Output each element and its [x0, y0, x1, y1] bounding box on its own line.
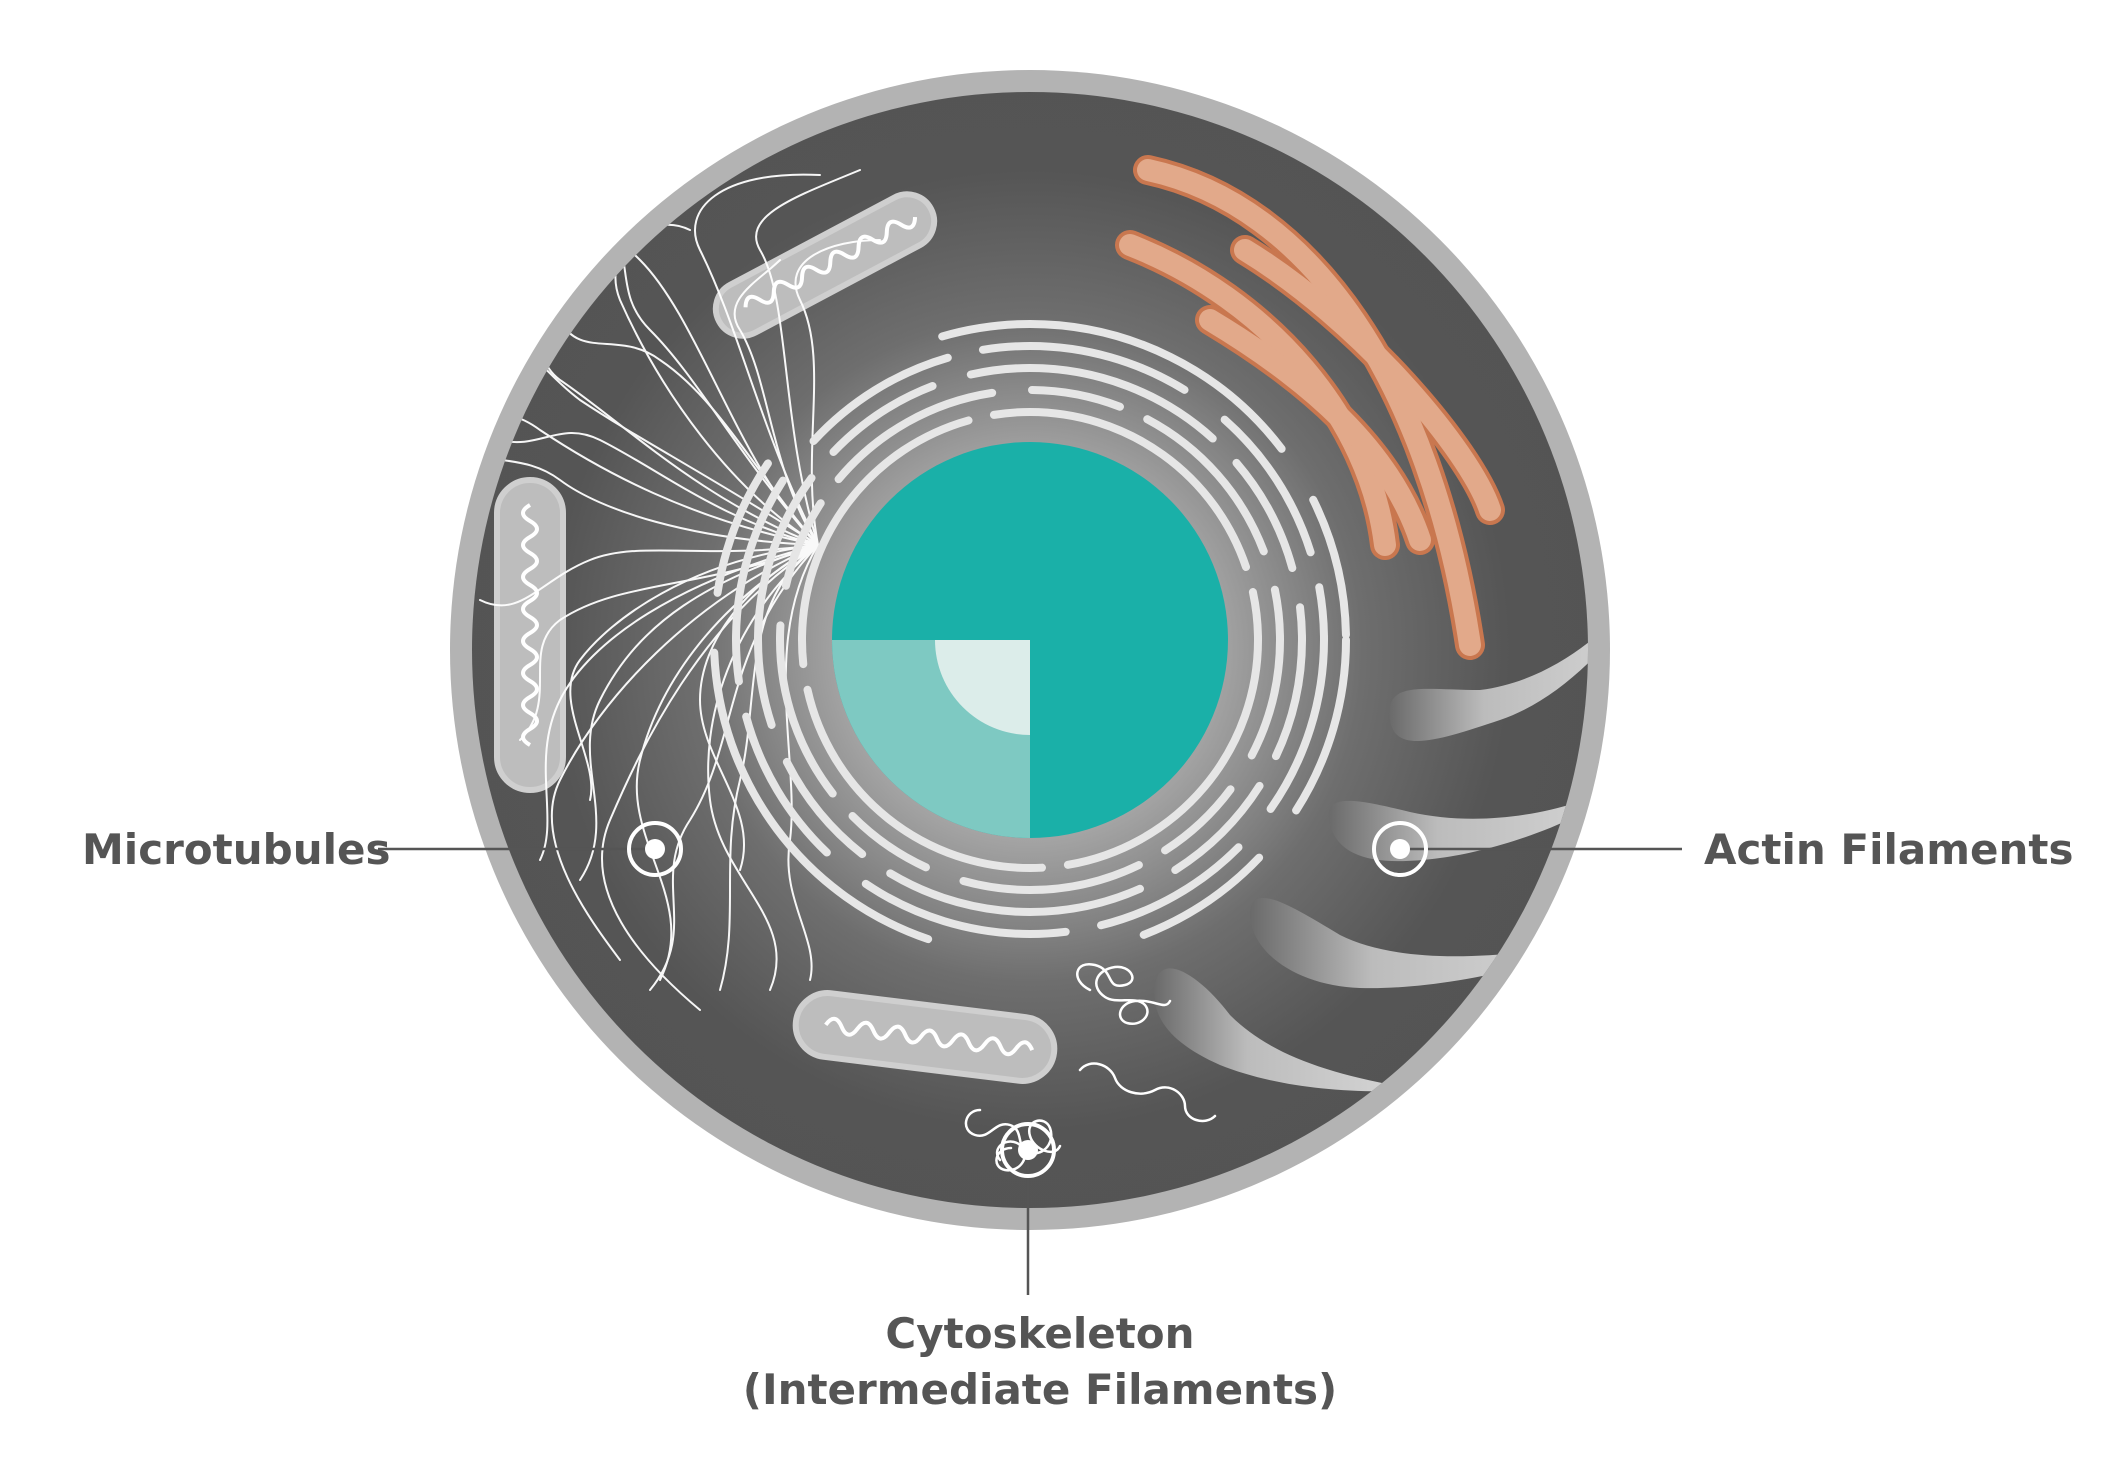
- label-microtubules: Microtubules: [82, 825, 391, 874]
- label-cytoskeleton-line1: Cytoskeleton: [885, 1309, 1195, 1358]
- leaders: [378, 821, 1682, 1295]
- marker-ring-actin: [1372, 821, 1428, 877]
- marker-dot-actin: [1390, 839, 1410, 859]
- marker-ring-cytoskeleton: [1000, 1122, 1056, 1178]
- golgi-apparatus: [1115, 155, 1505, 660]
- label-cytoskeleton-line2: (Intermediate Filaments): [742, 1365, 1338, 1414]
- mitochondrion-top: [712, 191, 938, 339]
- mitochondrion-left: [494, 477, 566, 793]
- marker-dot-microtubules: [645, 839, 665, 859]
- nucleus: [832, 442, 1228, 838]
- marker-ring-microtubules: [627, 821, 683, 877]
- mitochondrion-bottom: [792, 990, 1058, 1084]
- label-actin-filaments: Actin Filaments: [1704, 825, 2074, 874]
- label-cytoskeleton: Cytoskeleton (Intermediate Filaments): [700, 1306, 1380, 1418]
- endoplasmic-reticulum: [710, 320, 1350, 960]
- marker-dot-cytoskeleton: [1018, 1140, 1038, 1160]
